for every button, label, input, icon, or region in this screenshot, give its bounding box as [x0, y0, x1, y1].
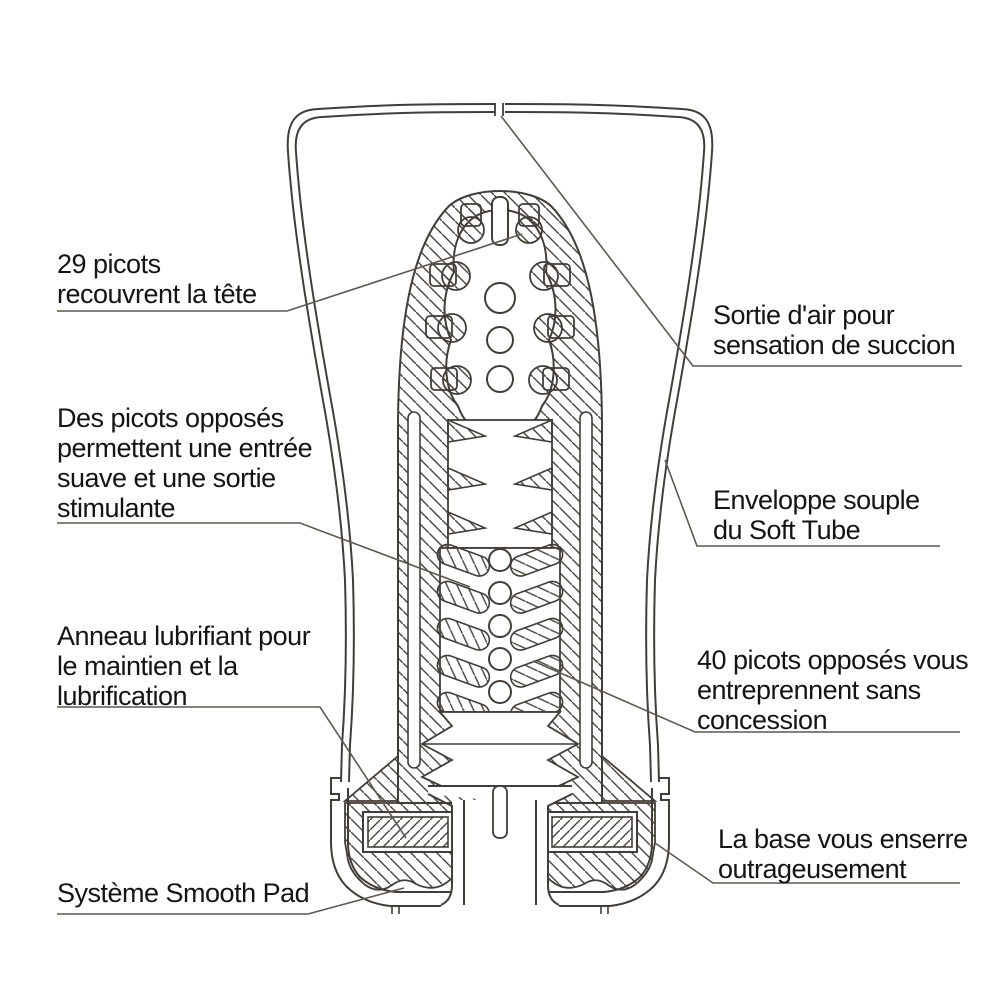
- head-picots: [425, 203, 575, 395]
- label-forty-picots: 40 picots opposés vous entreprennent san…: [697, 645, 969, 735]
- label-lubricant-ring: Anneau lubrifiant pour le maintien et la…: [57, 621, 311, 711]
- neck-picot-lips: [447, 418, 553, 535]
- sleeve-grooves: [407, 411, 593, 769]
- label-soft-tube: Enveloppe souple du Soft Tube: [713, 485, 920, 545]
- head-top-slot: [491, 196, 509, 246]
- label-base-grip: La base vous enserre outrageusement: [718, 824, 968, 884]
- base-bowl: [330, 777, 670, 914]
- label-air-outlet: Sortie d'air pour sensation de succion: [713, 300, 956, 360]
- base-channel: [427, 785, 573, 912]
- label-head-picots: 29 picots recouvrent la tête: [57, 249, 257, 309]
- leader-forty-picots: [532, 660, 960, 733]
- base-channel-slit: [492, 785, 508, 839]
- center-holes-shaft: [488, 548, 512, 704]
- bellows-funnel: [420, 711, 580, 791]
- leader-lines: [57, 115, 962, 915]
- leader-air-outlet: [500, 115, 962, 367]
- leader-smooth-pad: [57, 887, 405, 915]
- sleeve-flare-right: [601, 754, 658, 802]
- shell-outer-line: [286, 103, 714, 783]
- picot-channel: [436, 543, 564, 725]
- leader-base-grip: [654, 842, 960, 884]
- center-holes-head: [484, 282, 516, 393]
- leader-soft-tube: [664, 459, 940, 547]
- air-vent-notch: [494, 102, 505, 116]
- base-shell-outline: [330, 777, 670, 914]
- shell-inner-line: [294, 111, 706, 783]
- shell-inner-line-left: [295, 151, 355, 783]
- lubricant-rings: [362, 811, 638, 853]
- leader-opposed-picots: [57, 522, 471, 588]
- shell-outer-line-left: [287, 151, 347, 783]
- label-opposed-picots: Des picots opposés permettent une entrée…: [57, 403, 313, 523]
- leader-lubricant-ring: [57, 706, 407, 839]
- sleeve-flare-left: [342, 754, 399, 802]
- leader-head-picots: [57, 233, 523, 312]
- outer-shell: [286, 103, 714, 783]
- label-smooth-pad: Système Smooth Pad: [57, 878, 310, 908]
- rib-neck: [447, 418, 553, 549]
